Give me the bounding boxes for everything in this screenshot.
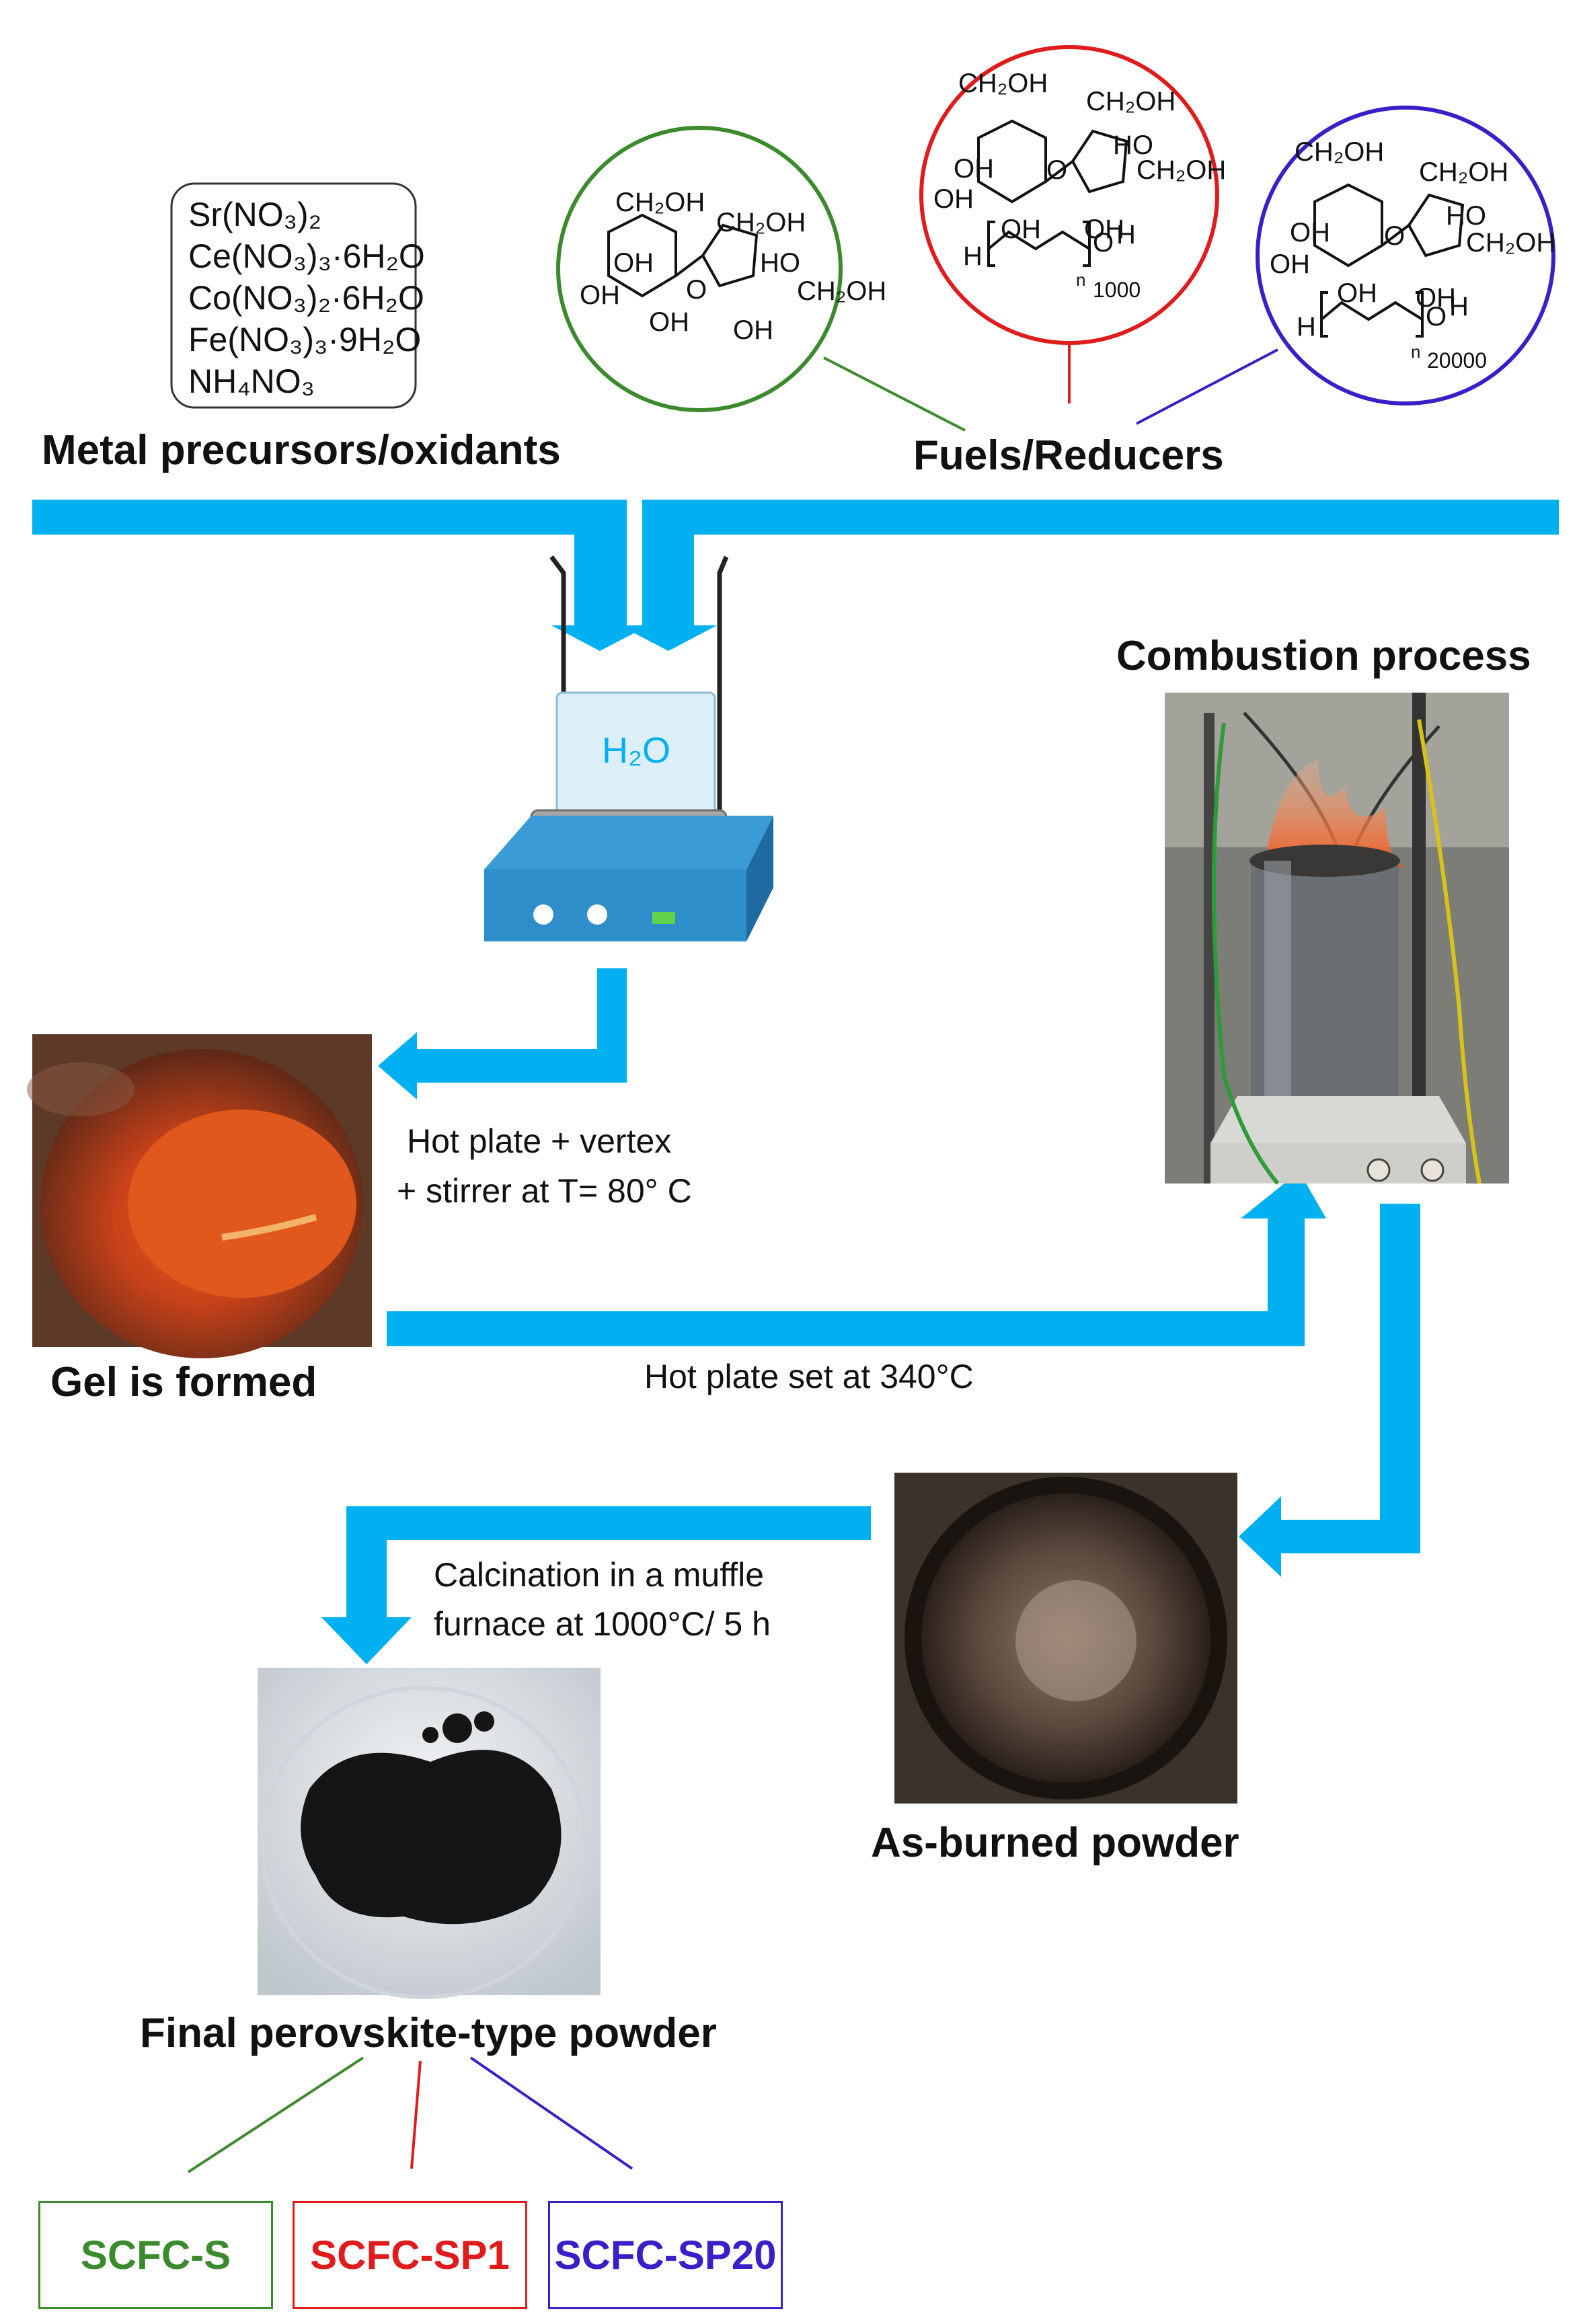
heading-gel: Gel is formed	[50, 1359, 317, 1405]
precursors-box	[170, 182, 417, 409]
peg20000-ch2oh-1: CH₂OH	[1295, 137, 1385, 167]
product-scfc-sp1: SCFC-SP1	[293, 2201, 527, 2309]
heading-as-burned: As-burned powder	[871, 1820, 1239, 1866]
peg1000-oh-3: OH	[1001, 215, 1041, 244]
peg1000-oh-2: OH	[933, 184, 974, 214]
sucrose-ch2oh-1: CH₂OH	[615, 188, 705, 217]
beaker-water-label: H₂O	[602, 730, 670, 771]
sucrose-ho: HO	[760, 248, 800, 278]
sucrose-molecule	[556, 126, 843, 412]
step-calcination-line2: furnace at 1000°C/ 5 h	[434, 1605, 771, 1643]
sucrose-oh-4: OH	[733, 315, 773, 345]
peg1000-h-end: H	[1116, 220, 1136, 249]
final-powder-photo	[258, 1668, 601, 1999]
peg1000-subscript: 1000	[1093, 278, 1141, 302]
step-hotplate-line2: + stirrer at T= 80° C	[397, 1172, 692, 1210]
product-scfc-s: SCFC-S	[38, 2201, 273, 2309]
product-connector-sp20	[469, 2056, 633, 2170]
product-scfc-sp20: SCFC-SP20	[548, 2201, 783, 2309]
arrow-gel-to-combustion	[387, 1171, 1326, 1346]
arrow-combustion-to-asburned	[1239, 1204, 1420, 1577]
product-connector-s	[187, 2056, 364, 2173]
peg1000-n: n	[1076, 270, 1086, 290]
heading-metal-precursors: Metal precursors/oxidants	[42, 427, 561, 473]
peg20000-h: H	[1297, 312, 1316, 342]
heading-final: Final perovskite-type powder	[140, 2010, 717, 2056]
product-connector-sp1	[410, 2060, 422, 2169]
hotplate-beaker-illustration	[484, 555, 773, 941]
step-hotplate-line1: Hot plate + vertex	[407, 1122, 672, 1160]
peg20000-n: n	[1411, 342, 1421, 362]
peg1000-oh-4: OH	[1084, 215, 1124, 244]
asburned-photo	[894, 1473, 1237, 1804]
precursor-ce: Ce(NO₃)₃·6H₂O	[188, 237, 425, 275]
peg1000-ho: HO	[1113, 130, 1153, 160]
peg20000-oh-4: OH	[1416, 283, 1456, 313]
combustion-photo	[1165, 693, 1509, 1185]
sucrose-o: O	[686, 275, 707, 305]
peg20000-h-end: H	[1449, 292, 1469, 321]
peg20000-oh-2: OH	[1270, 249, 1310, 279]
sucrose-oh-1: OH	[613, 248, 654, 278]
peg1000-ch2oh-3: CH₂OH	[1137, 155, 1227, 185]
peg20000-subscript: 20000	[1427, 348, 1487, 373]
step-hotplate-340: Hot plate set at 340°C	[644, 1358, 974, 1395]
peg1000-oh-1: OH	[954, 154, 994, 184]
peg20000-oh-3: OH	[1337, 278, 1377, 308]
gel-photo	[27, 1034, 372, 1358]
sucrose-peg20000-molecule	[1256, 106, 1555, 405]
arrow-hotplate-to-gel	[378, 968, 627, 1099]
sucrose-ch2oh-3: CH₂OH	[797, 276, 887, 306]
sucrose-oh-3: OH	[649, 307, 689, 337]
sucrose-ch2oh-2: CH₂OH	[716, 208, 806, 237]
precursor-sr: Sr(NO₃)₂	[188, 196, 322, 233]
peg20000-oh-1: OH	[1290, 218, 1330, 247]
precursor-fe: Fe(NO₃)₃·9H₂O	[188, 321, 422, 358]
peg20000-ch2oh-2: CH₂OH	[1419, 157, 1509, 187]
precursor-co: Co(NO₃)₂·6H₂O	[188, 279, 424, 317]
precursor-nh4: NH₄NO₃	[188, 362, 315, 400]
peg20000-o: O	[1384, 221, 1405, 251]
top-flow-arrows	[32, 500, 1559, 651]
step-calcination-line1: Calcination in a muffle	[434, 1556, 765, 1594]
peg20000-o-end: O	[1426, 302, 1447, 332]
peg1000-h: H	[963, 241, 983, 271]
peg20000-ch2oh-3: CH₂OH	[1466, 228, 1556, 258]
sucrose-peg20000-connector	[1136, 348, 1278, 425]
peg1000-ch2oh-1: CH₂OH	[958, 69, 1048, 98]
heading-fuels: Fuels/Reducers	[913, 432, 1224, 479]
sucrose-connector	[823, 356, 966, 432]
peg1000-o-end: O	[1093, 228, 1114, 258]
peg20000-ho: HO	[1446, 201, 1486, 231]
sucrose-oh-2: OH	[580, 280, 620, 310]
peg1000-ch2oh-2: CH₂OH	[1086, 87, 1176, 116]
arrow-asburned-to-final	[321, 1506, 871, 1664]
heading-combustion: Combustion process	[1116, 633, 1531, 679]
peg1000-o: O	[1046, 155, 1068, 185]
